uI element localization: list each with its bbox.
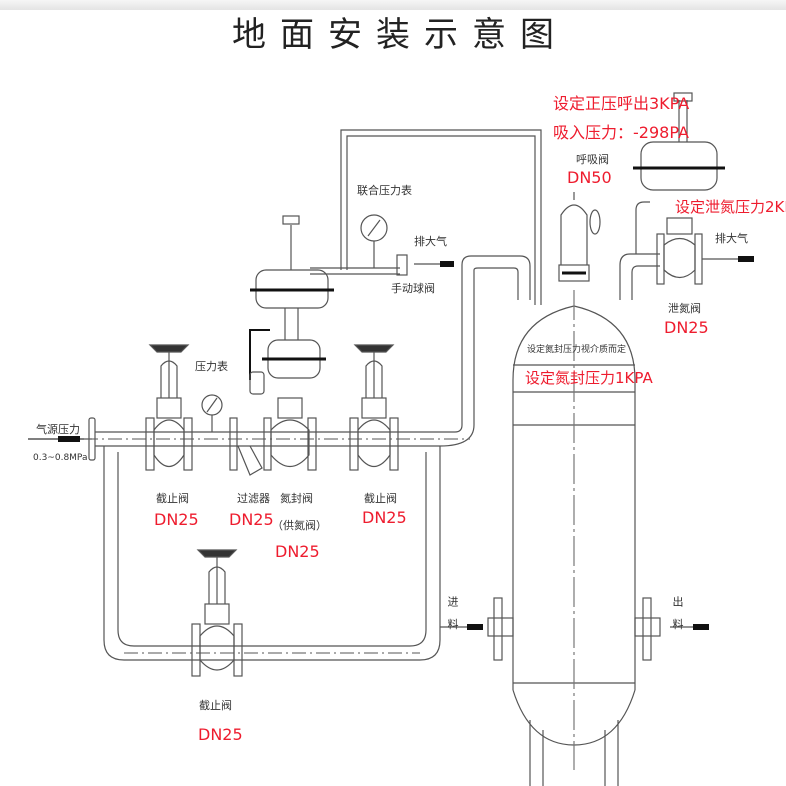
vent-label-2: 排大气 bbox=[715, 232, 748, 245]
source-plug bbox=[58, 436, 80, 442]
seal-setting-value: 设定氮封压力1KPA bbox=[525, 369, 653, 387]
stop-valve-2-size: DN25 bbox=[362, 508, 407, 527]
bypass-valve-size: DN25 bbox=[198, 725, 243, 744]
relief-valve-label: 泄氮阀 bbox=[668, 302, 701, 315]
breather-valve-drawing bbox=[558, 192, 601, 282]
breather-setting-line2: 吸入压力：-298PA bbox=[553, 123, 689, 142]
seal-setting-note: 设定氮封压力视介质而定 bbox=[527, 345, 627, 355]
filter-label: 过滤器 bbox=[237, 492, 270, 505]
top-edge-bar bbox=[0, 0, 786, 10]
stop-valve-1-drawing bbox=[145, 344, 193, 471]
bypass-valve-drawing bbox=[191, 549, 243, 677]
stop-valve-1-label: 截止阀 bbox=[156, 492, 189, 505]
main-supply-pipe bbox=[28, 255, 531, 447]
nitrogen-tank-drawing bbox=[512, 290, 636, 786]
pressure-gauge-drawing bbox=[201, 394, 223, 432]
manual-ball-valve-drawing bbox=[396, 254, 408, 276]
inlet-label: 进 料 bbox=[446, 596, 459, 634]
breather-valve-size: DN50 bbox=[567, 168, 612, 187]
compound-gauge-drawing bbox=[360, 214, 388, 268]
outlet-nozzle-drawing bbox=[634, 597, 709, 661]
stop-valve-2-drawing bbox=[349, 344, 399, 471]
page-title: 地面安装示意图 bbox=[232, 15, 568, 55]
inlet-nozzle-drawing bbox=[440, 597, 514, 661]
manual-ball-valve-label: 手动球阀 bbox=[391, 282, 435, 295]
relief-valve-size: DN25 bbox=[664, 318, 709, 337]
seal-valve-alias: （供氮阀） bbox=[272, 519, 327, 532]
relief-valve-drawing bbox=[619, 92, 754, 300]
seal-valve-label: 氮封阀 bbox=[280, 492, 313, 505]
vent-label-1: 排大气 bbox=[414, 235, 447, 248]
breather-valve-label: 呼吸阀 bbox=[576, 153, 609, 166]
stop-valve-2-label: 截止阀 bbox=[364, 492, 397, 505]
gas-source-range: 0.3~0.8MPa bbox=[33, 453, 88, 463]
bypass-pipe bbox=[103, 446, 441, 661]
compound-gauge-label: 联合压力表 bbox=[357, 184, 412, 197]
outlet-label: 出 料 bbox=[671, 596, 684, 634]
seal-valve-size: DN25 bbox=[275, 542, 320, 561]
pressure-gauge-label: 压力表 bbox=[195, 360, 228, 373]
relief-setting: 设定泄氮压力2KPA bbox=[675, 198, 786, 216]
source-flange bbox=[88, 417, 96, 461]
stop-valve-1-size: DN25 bbox=[154, 510, 199, 529]
bypass-valve-label: 截止阀 bbox=[199, 699, 232, 712]
gas-source-label: 气源压力 bbox=[36, 423, 80, 436]
sensing-line bbox=[310, 129, 542, 305]
breather-setting-line1: 设定正压呼出3KPA bbox=[553, 94, 690, 113]
seal-valve-drawing bbox=[249, 215, 334, 471]
filter-size: DN25 bbox=[229, 510, 274, 529]
